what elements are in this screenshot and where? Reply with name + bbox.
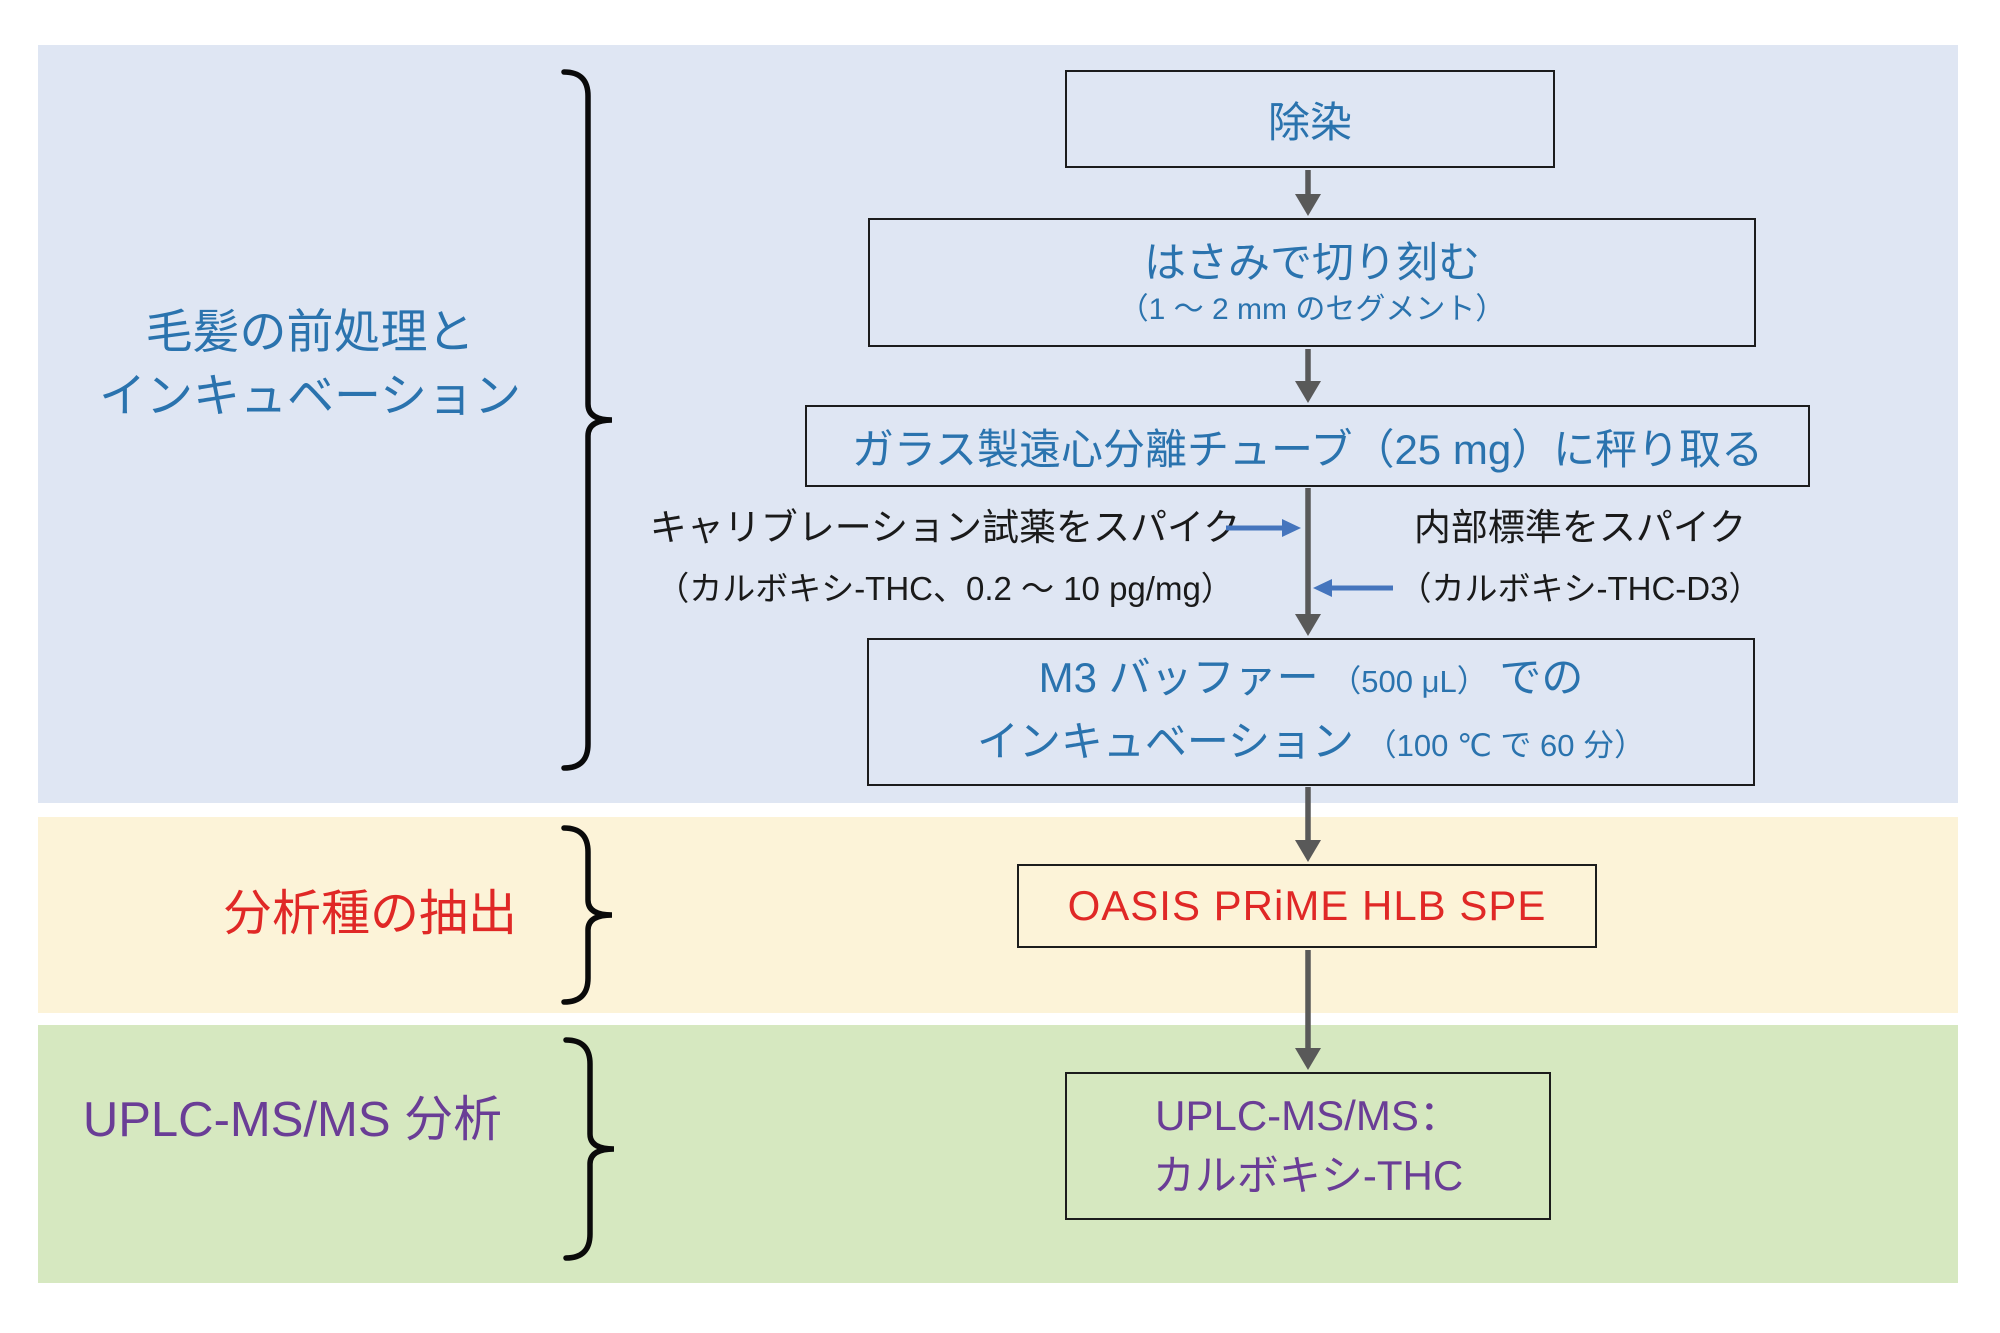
- section-label-pretreatment-line1: 毛髪の前処理と: [145, 305, 475, 358]
- extraction-section-band: [38, 817, 1958, 1013]
- uplc-box: UPLC-MS/MS： カルボキシ-THC: [1065, 1072, 1551, 1220]
- calibration-spike-label: キャリブレーション試薬をスパイク （カルボキシ-THC、0.2 ～ 10 pg/…: [640, 505, 1250, 611]
- spe-box-title: OASIS PRiME HLB SPE: [1067, 882, 1547, 929]
- internal-standard-spike-line1: 内部標準をスパイク: [1413, 507, 1747, 548]
- cutting-box-title: はさみで切り刻む: [1143, 238, 1480, 286]
- section-label-analysis: UPLC-MS/MS 分析: [82, 1093, 503, 1147]
- incubation-line2-sub: （100 ℃ で 60 分）: [1365, 728, 1646, 763]
- incubation-line1-tail: での: [1499, 654, 1584, 701]
- internal-standard-spike-label: 内部標準をスパイク （カルボキシ-THC-D3）: [1390, 505, 1770, 611]
- pretreatment-section-band: [38, 45, 1958, 803]
- decontamination-box-title: 除染: [1267, 98, 1352, 146]
- incubation-line1-main: M3 バッファー: [1038, 654, 1319, 701]
- section-label-pretreatment: 毛髪の前処理と インキュベーション: [60, 300, 560, 428]
- analysis-section-band: [38, 1025, 1958, 1283]
- section-label-pretreatment-line2: インキュベーション: [98, 369, 522, 422]
- weighing-box: ガラス製遠心分離チューブ（25 mg）に秤り取る: [805, 405, 1810, 487]
- section-label-extraction: 分析種の抽出: [222, 887, 517, 941]
- incubation-line2-main: インキュベーション: [976, 718, 1354, 765]
- internal-standard-spike-line2: （カルボキシ-THC-D3）: [1398, 570, 1762, 607]
- incubation-line1-sub: （500 μL）: [1330, 664, 1488, 699]
- incubation-box-line2: インキュベーション （100 ℃ で 60 分）: [977, 712, 1645, 776]
- calibration-spike-line2: （カルボキシ-THC、0.2 ～ 10 pg/mg）: [656, 570, 1234, 607]
- calibration-spike-line1: キャリブレーション試薬をスパイク: [649, 507, 1241, 548]
- spe-box: OASIS PRiME HLB SPE: [1017, 864, 1597, 948]
- incubation-box-line1: M3 バッファー （500 μL） での: [1039, 648, 1584, 712]
- cutting-box: はさみで切り刻む （1 ～ 2 mm のセグメント）: [868, 218, 1756, 347]
- uplc-box-line2: カルボキシ-THC: [1152, 1152, 1464, 1199]
- cutting-box-subtitle: （1 ～ 2 mm のセグメント）: [1118, 292, 1506, 326]
- incubation-box: M3 バッファー （500 μL） での インキュベーション （100 ℃ で …: [867, 638, 1755, 786]
- decontamination-box: 除染: [1065, 70, 1555, 168]
- weighing-box-title: ガラス製遠心分離チューブ（25 mg）に秤り取る: [851, 425, 1764, 473]
- uplc-box-line1: UPLC-MS/MS：: [1155, 1092, 1461, 1139]
